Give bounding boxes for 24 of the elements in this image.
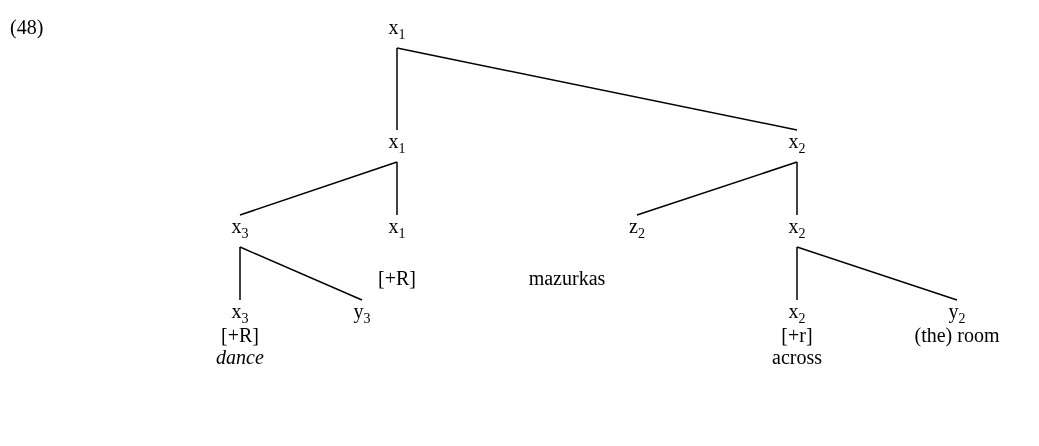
feature-label: [+R] — [221, 324, 259, 346]
tree-branch — [796, 246, 958, 301]
example-number: (48) — [10, 16, 44, 39]
tree-branch — [636, 161, 798, 216]
tree-node-label: x$_{1}$ — [388, 16, 406, 46]
tree-branch — [239, 246, 241, 301]
tree-branch — [396, 161, 398, 216]
tree-node-label: x$_{3}$ — [231, 215, 249, 245]
tree-node-label: x$_{1}$ — [388, 215, 406, 245]
tree-node-label: x$_{1}$ — [388, 130, 406, 160]
tree-branch — [796, 246, 798, 301]
word-label: dance — [216, 346, 264, 368]
tree-node-label: z$_{2}$ — [629, 215, 645, 245]
word-label: mazurkas — [528, 267, 606, 289]
tree-branch — [239, 161, 398, 216]
tree-node-label: x$_{2}$ — [788, 215, 806, 245]
tree-branch — [396, 47, 798, 131]
tree-branch — [239, 246, 363, 301]
tree-node-label: y$_{3}$ — [353, 300, 371, 330]
word-label: across — [772, 346, 822, 368]
feature-label: [+R] — [378, 267, 416, 289]
tree-node-label: x$_{2}$ — [788, 130, 806, 160]
tree-branch — [796, 161, 798, 216]
tree-branch — [396, 47, 398, 131]
